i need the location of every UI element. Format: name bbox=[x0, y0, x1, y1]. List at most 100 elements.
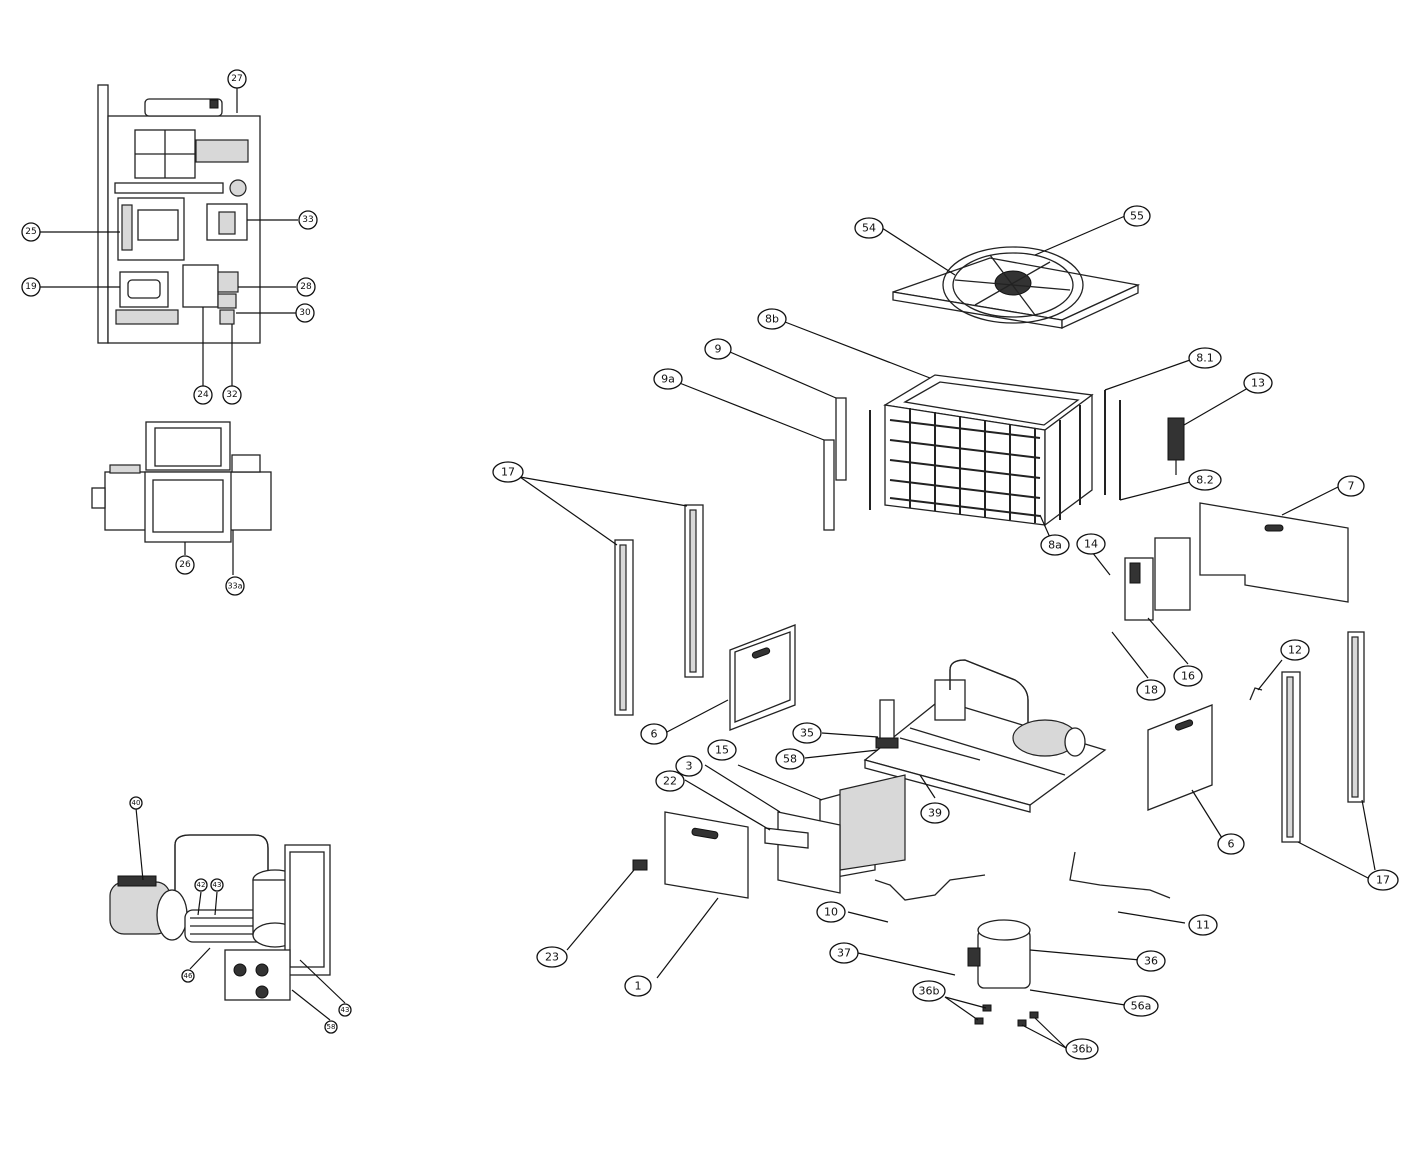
callout-55: 55 bbox=[1123, 205, 1151, 227]
callout-33a: 33a bbox=[225, 576, 245, 596]
callout-8-1: 8.1 bbox=[1188, 347, 1222, 369]
callout-28: 28 bbox=[296, 277, 316, 297]
callout-16: 16 bbox=[1173, 665, 1203, 687]
callout-26: 26 bbox=[175, 555, 195, 575]
svg-text:12: 12 bbox=[1288, 644, 1302, 657]
svg-text:43: 43 bbox=[213, 881, 222, 889]
component-13 bbox=[1167, 387, 1249, 475]
callout-17-right: 17 bbox=[1367, 869, 1399, 891]
svg-text:36b: 36b bbox=[1072, 1043, 1093, 1056]
callout-13: 13 bbox=[1243, 372, 1273, 394]
svg-text:54: 54 bbox=[862, 222, 876, 235]
svg-text:43: 43 bbox=[341, 1006, 350, 1014]
callout-3: 3 bbox=[675, 755, 703, 777]
svg-text:37: 37 bbox=[837, 947, 851, 960]
callout-43-top: 43 bbox=[210, 878, 224, 892]
callout-9: 9 bbox=[704, 338, 732, 360]
svg-text:32: 32 bbox=[226, 390, 237, 400]
svg-text:10: 10 bbox=[824, 906, 838, 919]
svg-text:36b: 36b bbox=[919, 985, 940, 998]
callout-6-left: 6 bbox=[640, 723, 668, 745]
side-view-drawing bbox=[91, 421, 272, 575]
control-panel-drawing bbox=[97, 84, 261, 344]
svg-text:3: 3 bbox=[686, 760, 693, 773]
svg-text:27: 27 bbox=[231, 74, 242, 84]
coil-leaders bbox=[784, 321, 1191, 543]
callout-17-left: 17 bbox=[492, 461, 524, 483]
svg-text:1: 1 bbox=[635, 980, 642, 993]
callout-36b-bottom: 36b bbox=[1065, 1038, 1099, 1060]
fan-top-panel bbox=[892, 246, 1141, 330]
callout-14: 14 bbox=[1076, 533, 1106, 555]
callout-33: 33 bbox=[298, 210, 318, 230]
svg-text:17: 17 bbox=[1376, 874, 1390, 887]
callout-23: 23 bbox=[536, 946, 568, 968]
callout-40: 40 bbox=[129, 796, 143, 810]
callout-58-pump: 58 bbox=[324, 1020, 338, 1034]
control-panel-leaders bbox=[40, 88, 298, 386]
base-chassis bbox=[804, 659, 1107, 813]
svg-text:8b: 8b bbox=[765, 313, 779, 326]
callout-24: 24 bbox=[193, 385, 213, 405]
callout-15: 15 bbox=[707, 739, 737, 761]
svg-text:26: 26 bbox=[179, 560, 191, 570]
callout-bubbles: 27 25 33 19 28 30 24 32 26 33a 40 42 43 … bbox=[21, 69, 1399, 1060]
callout-39: 39 bbox=[920, 802, 950, 824]
callout-46: 46 bbox=[181, 969, 195, 983]
svg-text:35: 35 bbox=[800, 727, 814, 740]
piping-10-11 bbox=[847, 851, 1186, 924]
svg-text:40: 40 bbox=[132, 799, 141, 807]
svg-text:13: 13 bbox=[1251, 377, 1265, 390]
brackets-9 bbox=[676, 351, 847, 531]
control-box-assembly bbox=[684, 764, 906, 894]
callout-58-main: 58 bbox=[775, 748, 805, 770]
callout-1: 1 bbox=[624, 975, 652, 997]
svg-text:7: 7 bbox=[1348, 480, 1355, 493]
svg-text:18: 18 bbox=[1144, 684, 1158, 697]
pump-assembly-drawing bbox=[109, 834, 331, 1001]
svg-text:23: 23 bbox=[545, 951, 559, 964]
callout-56a: 56a bbox=[1123, 995, 1159, 1017]
svg-text:14: 14 bbox=[1084, 538, 1098, 551]
svg-text:22: 22 bbox=[663, 775, 677, 788]
svg-text:15: 15 bbox=[715, 744, 729, 757]
svg-text:33a: 33a bbox=[227, 582, 242, 591]
callout-22: 22 bbox=[655, 770, 685, 792]
svg-text:42: 42 bbox=[197, 881, 206, 889]
svg-text:28: 28 bbox=[300, 282, 312, 292]
fan-leaders bbox=[881, 215, 1126, 276]
compressor-36 bbox=[857, 919, 1141, 1049]
svg-text:33: 33 bbox=[302, 215, 313, 225]
callout-35: 35 bbox=[792, 722, 822, 744]
side-panel-6-right bbox=[1147, 704, 1223, 839]
svg-text:39: 39 bbox=[928, 807, 942, 820]
condenser-coil bbox=[869, 374, 1121, 527]
svg-text:58: 58 bbox=[327, 1023, 336, 1031]
electrical-box-16 bbox=[1091, 537, 1191, 679]
svg-text:16: 16 bbox=[1181, 670, 1195, 683]
pump-assembly-leaders bbox=[135, 807, 346, 1021]
callout-27: 27 bbox=[227, 69, 247, 89]
callout-6-right: 6 bbox=[1217, 833, 1245, 855]
callout-36b-top: 36b bbox=[912, 980, 946, 1002]
svg-text:8.2: 8.2 bbox=[1196, 474, 1214, 487]
svg-text:36: 36 bbox=[1144, 955, 1158, 968]
svg-text:9: 9 bbox=[715, 343, 722, 356]
callout-43-bottom: 43 bbox=[338, 1003, 352, 1017]
callout-10: 10 bbox=[816, 901, 846, 923]
callout-7: 7 bbox=[1337, 475, 1365, 497]
corner-posts-left bbox=[519, 476, 704, 716]
svg-text:6: 6 bbox=[1228, 838, 1235, 851]
callout-11: 11 bbox=[1188, 914, 1218, 936]
front-panel-1 bbox=[566, 811, 749, 979]
svg-text:6: 6 bbox=[651, 728, 658, 741]
callout-42: 42 bbox=[194, 878, 208, 892]
svg-text:19: 19 bbox=[25, 282, 37, 292]
svg-text:46: 46 bbox=[184, 972, 193, 980]
svg-text:24: 24 bbox=[197, 390, 209, 400]
callout-12: 12 bbox=[1280, 639, 1310, 661]
callout-32: 32 bbox=[222, 385, 242, 405]
svg-text:8a: 8a bbox=[1048, 539, 1062, 552]
callout-19: 19 bbox=[21, 277, 41, 297]
svg-text:17: 17 bbox=[501, 466, 515, 479]
